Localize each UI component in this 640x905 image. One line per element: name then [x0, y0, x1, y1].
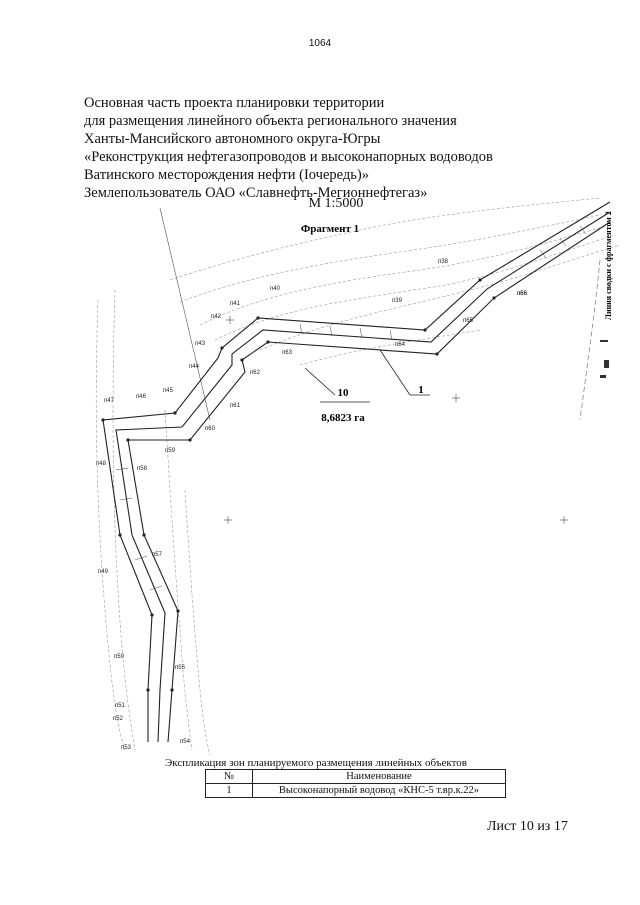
- terrain-contours-vertical: [95, 289, 211, 756]
- point-label: п38: [438, 259, 449, 265]
- zone-leader: [304, 367, 336, 396]
- sheet-join-line: [579, 259, 601, 421]
- title-line: Землепользователь ОАО «Славнефть-Мегионн…: [84, 185, 428, 201]
- station-points: [101, 278, 496, 692]
- map-fragment: Фрагмент 1: [95, 197, 621, 756]
- legend-row-num: 1: [205, 783, 253, 798]
- legend-table: № Наименование 1 Высоконапорный водовод …: [205, 769, 506, 798]
- title-line: «Реконструкция нефтегазопроводов и высок…: [84, 149, 493, 165]
- point-label: п39: [392, 298, 403, 304]
- point-label: п56: [517, 291, 528, 297]
- legend-header-row: № Наименование: [205, 769, 506, 784]
- point-label: п61: [230, 403, 241, 409]
- point-label: п42: [211, 314, 222, 320]
- grid-crosses: [224, 316, 568, 524]
- terrain-contours: [169, 197, 621, 366]
- title-line: для размещения линейного объекта региона…: [84, 113, 457, 129]
- table-row: 1 Высоконапорный водовод «КНС-5 т.вр.к.2…: [205, 783, 506, 798]
- point-label: п62: [250, 370, 261, 376]
- point-label: п57: [152, 552, 163, 558]
- point-label: п50: [114, 654, 125, 660]
- corridor-ticks: [115, 225, 587, 591]
- point-label: п43: [195, 341, 206, 347]
- point-label: п54: [180, 739, 191, 745]
- sheet-label: Лист 10 из 17: [487, 819, 568, 834]
- map-edge-detail: [600, 340, 609, 378]
- title-line: Ватинского месторождения нефти (Iочередь…: [84, 167, 369, 183]
- point-label: п41: [230, 301, 241, 307]
- point-label: п66: [517, 291, 528, 297]
- callout-number: 1: [418, 384, 424, 396]
- point-label: п52: [113, 716, 124, 722]
- legend-header-num: №: [205, 769, 253, 784]
- point-label: п45: [163, 388, 174, 394]
- document-title: Основная часть проекта планировки террит…: [84, 94, 493, 202]
- callout-leader: [379, 349, 411, 396]
- point-label: п46: [136, 394, 147, 400]
- point-labels: п38 п39 п40 п41 п42 п43 п44 п45 п46 п47 …: [96, 259, 528, 751]
- point-label: п59: [165, 448, 176, 454]
- title-line: Ханты-Мансийского автономного округа-Югр…: [84, 131, 381, 147]
- point-label: п48: [96, 461, 107, 467]
- legend-row-name: Высоконапорный водовод «КНС-5 т.вр.к.22»: [252, 783, 506, 798]
- fragment-title: Фрагмент 1: [301, 223, 359, 235]
- pipeline-corridor: [102, 201, 611, 743]
- point-label: п58: [137, 466, 148, 472]
- point-label: п55: [175, 665, 186, 671]
- zone-number: 10: [338, 387, 350, 399]
- zone-area: 8,6823 га: [321, 412, 365, 424]
- point-label: п51: [115, 703, 126, 709]
- title-line: Основная часть проекта планировки террит…: [84, 95, 385, 111]
- point-label: п65: [463, 318, 474, 324]
- legend-caption: Экспликация зон планируемого размещения …: [165, 757, 467, 769]
- point-label: п49: [98, 569, 109, 575]
- survey-line: [159, 207, 211, 421]
- point-label: п60: [205, 426, 216, 432]
- point-label: п53: [121, 745, 132, 751]
- page-number: 1064: [308, 38, 332, 49]
- point-label: п40: [270, 286, 281, 292]
- point-label: п63: [282, 350, 293, 356]
- point-label: п44: [189, 364, 200, 370]
- side-note: Линия сводки с фрагментом 2: [604, 211, 613, 320]
- point-label: п47: [104, 398, 115, 404]
- legend-header-name: Наименование: [252, 769, 506, 784]
- map-scale: М 1:5000: [308, 196, 364, 211]
- point-label: п64: [395, 342, 406, 348]
